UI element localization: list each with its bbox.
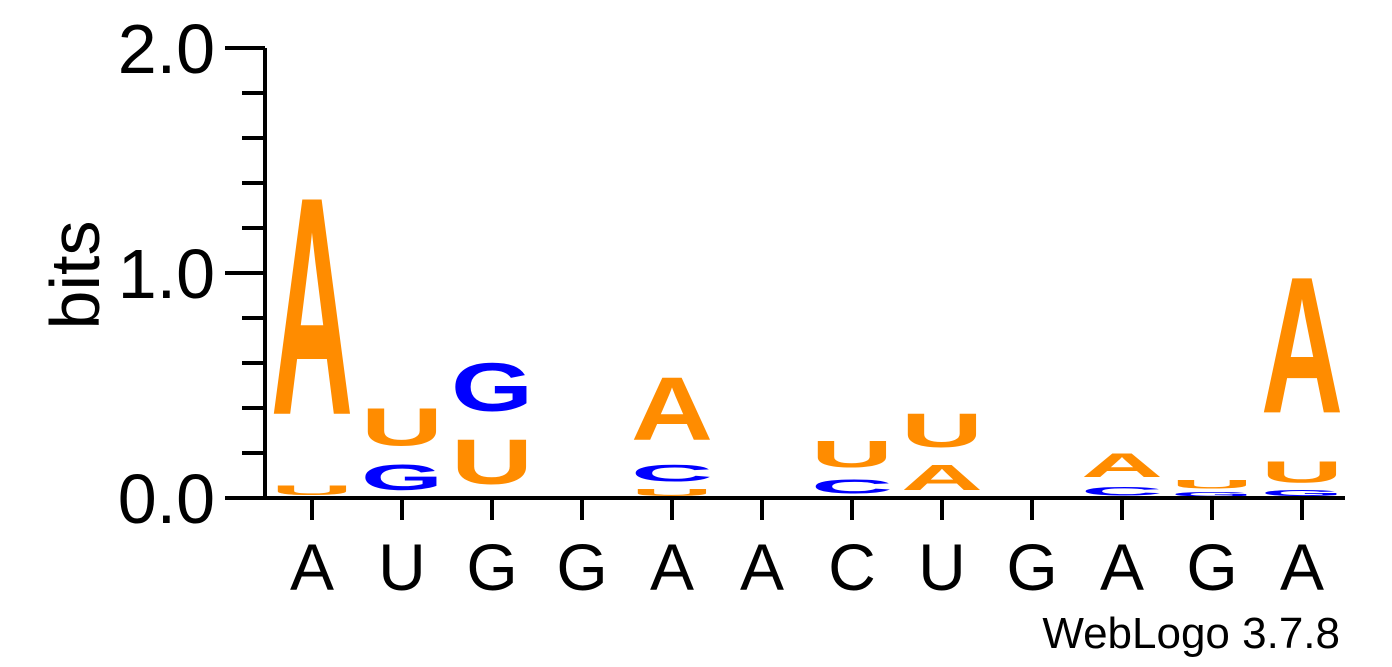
logo-letter-g: G	[361, 457, 443, 497]
logo-letter-a: A	[631, 358, 713, 459]
x-tick-label: G	[1006, 530, 1057, 604]
y-axis-label: bits	[36, 221, 114, 330]
logo-letter-u: U	[901, 404, 983, 458]
x-tick-label: U	[918, 530, 966, 604]
x-tick-label: G	[556, 530, 607, 604]
logo-letter-u: U	[811, 432, 893, 475]
logo-letter-g: G	[1171, 491, 1253, 498]
logo-letter-u: U	[1261, 455, 1343, 489]
logo-letter-a: A	[1261, 236, 1343, 454]
logo-letter-u: U	[271, 482, 353, 498]
logo-letter-g: G	[451, 349, 533, 425]
x-tick-label: C	[828, 530, 876, 604]
x-tick-label: U	[378, 530, 426, 604]
logo-letter-u: U	[1171, 478, 1253, 491]
logo-letter-c: C	[1081, 485, 1163, 498]
y-major-ticks: 0.0 1.0 2.0	[118, 10, 265, 538]
y-tick-label: 0.0	[118, 460, 215, 538]
logo-letter-c: C	[811, 476, 893, 498]
logo-letter-u: U	[451, 425, 533, 497]
logo-letter-c: C	[631, 460, 713, 487]
x-tick-label: A	[650, 530, 694, 604]
logo-letter-u: U	[361, 396, 443, 457]
logo-letter-a: A	[901, 457, 983, 497]
weblogo-credit: WebLogo 3.7.8	[1042, 609, 1340, 658]
logo-letter-a: A	[271, 132, 353, 480]
x-tick-label: A	[1280, 530, 1324, 604]
x-tick-label: G	[466, 530, 517, 604]
y-tick-label: 2.0	[118, 10, 215, 88]
logo-letter-g: G	[1261, 489, 1343, 498]
x-tick-label: A	[290, 530, 334, 604]
x-tick-label: A	[740, 530, 784, 604]
x-tick-label: G	[1186, 530, 1237, 604]
y-tick-label: 1.0	[118, 235, 215, 313]
logo-letter-a: A	[1081, 446, 1163, 484]
x-tick-label: A	[1100, 530, 1144, 604]
y-minor-ticks	[242, 91, 265, 455]
logo-letter-u: U	[631, 487, 713, 498]
